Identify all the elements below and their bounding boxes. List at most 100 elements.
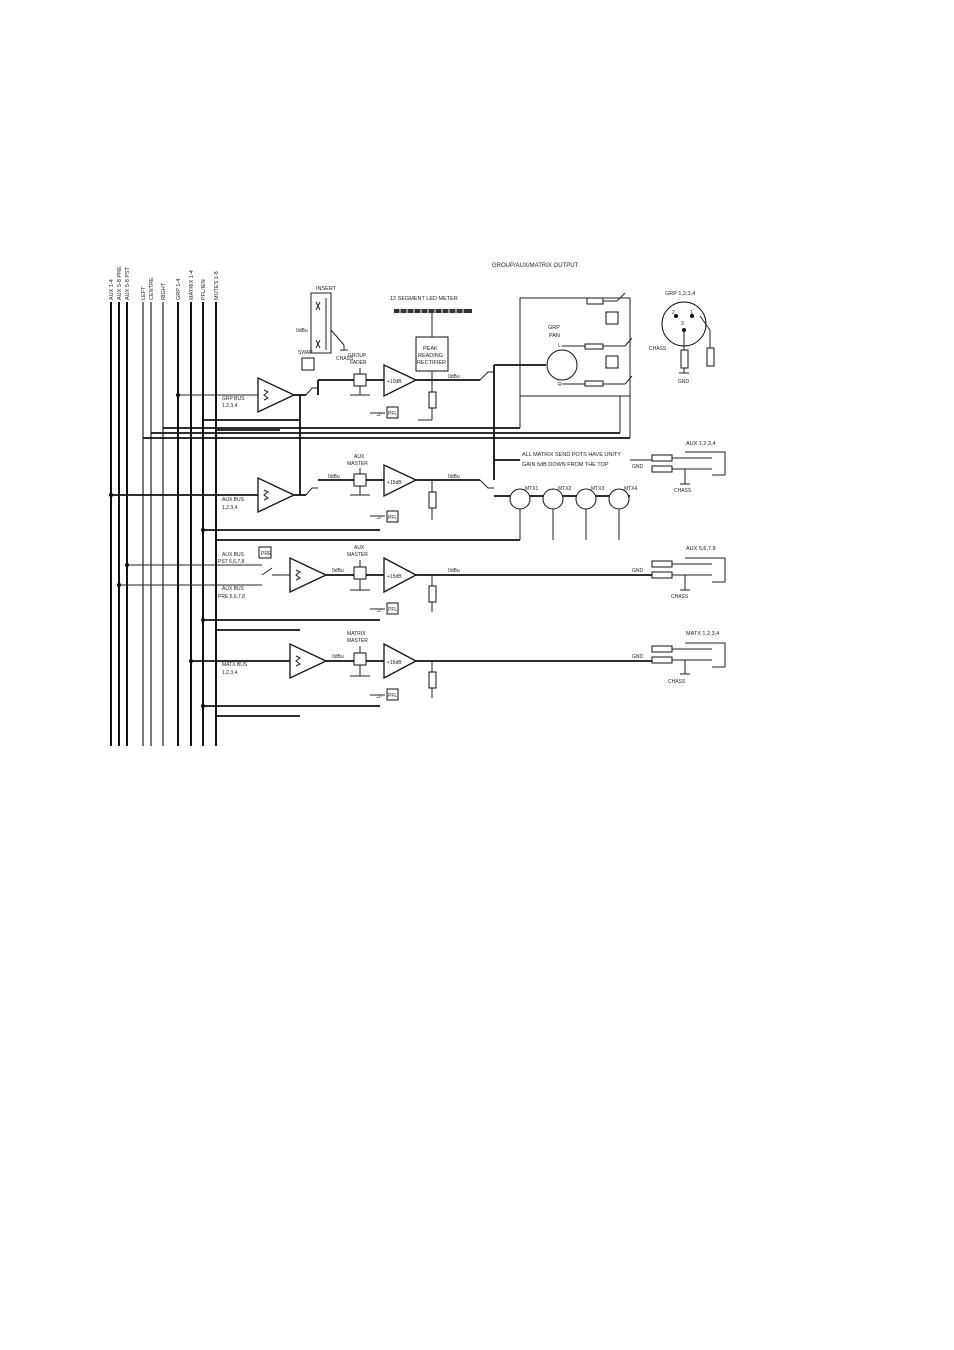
svg-text:CHASS: CHASS (649, 346, 667, 352)
mtx-bus-label: MATX BUS (222, 662, 248, 668)
svg-text:RECTIFIER: RECTIFIER (417, 360, 446, 366)
bus-rail (110, 302, 217, 746)
mtx-pfl-switch[interactable] (386, 688, 399, 701)
svg-text:GND: GND (678, 379, 690, 385)
svg-text:+15dB: +15dB (387, 480, 402, 486)
bus-label-aux14: AUX 1-4 (109, 279, 115, 300)
aux58-gain-amp (383, 556, 418, 594)
bus-label-centre: CENTRE (149, 277, 155, 300)
grp-out-label: GRP 1,2,3,4 (665, 291, 695, 297)
aux58-master-pot[interactable] (353, 566, 367, 580)
mtx3-send-pot[interactable] (575, 488, 597, 510)
svg-text:PFL: PFL (388, 607, 397, 613)
aux-gain-amp (383, 463, 418, 498)
svg-text:FADER: FADER (350, 360, 367, 366)
aux58-pfl-switch[interactable] (386, 602, 399, 615)
grp-bus-label: GRP BUS (222, 396, 245, 402)
mtx-summing-amp (289, 642, 328, 680)
aux58-master-label: AUX (354, 545, 365, 551)
grp-summing-amp (257, 376, 296, 414)
svg-text:READING: READING (418, 353, 443, 359)
group-section: GRP BUS 1,2,3,4 SWAP INSERT CHASS 0dBu G… (143, 286, 715, 480)
svg-text:MTX1: MTX1 (525, 486, 539, 492)
svg-text:⊐◦: ⊐◦ (376, 608, 382, 614)
svg-text:⊐◦: ⊐◦ (376, 694, 382, 700)
insert-label: INSERT (316, 286, 337, 292)
svg-text:+15dB: +15dB (387, 660, 402, 666)
aux-pfl-switch[interactable] (386, 510, 399, 523)
svg-text:MASTER: MASTER (347, 461, 368, 467)
mtx4-send-pot[interactable] (608, 488, 630, 510)
mute-pfl-returns (201, 419, 520, 717)
mtx-gain-amp (383, 642, 418, 680)
svg-text:0dBu: 0dBu (448, 374, 460, 380)
matrix-note-line1: ALL MATRIX SEND POTS HAVE UNITY (522, 452, 621, 458)
matrix-note-line2: GAIN 5dB DOWN FROM THE TOP (522, 462, 609, 468)
svg-text:1,2,3,4: 1,2,3,4 (222, 505, 238, 511)
group-fader-label: GROUP (348, 353, 367, 359)
svg-text:⊐◦: ⊐◦ (376, 515, 382, 521)
grp-pan-label: GRP (548, 325, 560, 331)
swap-label: SWAP (298, 350, 313, 356)
aux-bus-label: AUX BUS (222, 497, 245, 503)
svg-text:MTX4: MTX4 (624, 486, 638, 492)
svg-text:PFL: PFL (388, 693, 397, 699)
bus-labels: AUX 1-4 AUX 5-8 PRE AUX 5-8 PST LEFT CEN… (109, 266, 220, 300)
pre-switch[interactable] (258, 546, 272, 559)
mtx2-send-pot[interactable] (542, 488, 564, 510)
bus-label-aux58pre: AUX 5-8 PRE (117, 266, 123, 300)
svg-text:MASTER: MASTER (347, 638, 368, 644)
grp-pan-pot[interactable] (546, 349, 578, 381)
led-meter-label: 12 SEGMENT LED METER (390, 296, 458, 302)
matrix-master-pot[interactable] (353, 652, 367, 666)
svg-text:2: 2 (672, 310, 675, 316)
matrix-master-label: MATRIX (347, 631, 366, 637)
svg-text:MASTER: MASTER (347, 552, 368, 558)
aux-master-label: AUX (354, 454, 365, 460)
mtx1-send-pot[interactable] (509, 488, 531, 510)
swap-switch[interactable] (301, 357, 315, 371)
aux-summing-amp (257, 476, 296, 514)
svg-text:CHASS: CHASS (671, 594, 689, 600)
insert-chass-label: CHASS (336, 356, 354, 362)
svg-text:1: 1 (690, 310, 693, 316)
group-fader[interactable] (353, 373, 367, 387)
aux-14-section: AUX BUS 1,2,3,4 0dBu AUX MASTER +15dB 0d… (109, 395, 726, 540)
svg-text:0dBu: 0dBu (296, 328, 308, 334)
svg-text:1,2,3,4: 1,2,3,4 (222, 670, 238, 676)
svg-text:GND: GND (632, 568, 644, 574)
svg-text:0dBu: 0dBu (448, 474, 460, 480)
led-meter (394, 309, 472, 313)
diagram-title: GROUP/AUX/MATRIX OUTPUT (492, 263, 579, 269)
svg-text:GND: GND (632, 654, 644, 660)
svg-text:PRE: PRE (261, 551, 272, 557)
svg-text:PRE 5,6,7,8: PRE 5,6,7,8 (218, 594, 245, 600)
svg-text:⊐◦: ⊐◦ (376, 412, 382, 418)
aux-bus-pst-label: AUX BUS (222, 552, 245, 558)
svg-text:CHASS: CHASS (668, 679, 686, 685)
svg-text:+15dB: +15dB (387, 574, 402, 580)
bus-label-left: LEFT (141, 286, 147, 300)
aux-master-pot[interactable] (353, 473, 367, 487)
aux-bus-pre-label: AUX BUS (222, 586, 245, 592)
bus-label-grp14: GRP 1-4 (176, 279, 182, 300)
svg-text:L: L (558, 343, 561, 349)
svg-text:PST 5,6,7,8: PST 5,6,7,8 (218, 559, 245, 565)
svg-text:PFL: PFL (388, 411, 397, 417)
bus-label-matrix14: MATRIX 1-4 (189, 270, 195, 300)
svg-text:R: R (558, 382, 562, 388)
grp-pfl-switch[interactable] (386, 406, 399, 419)
bus-label-aux58pst: AUX 5-8 PST (125, 266, 131, 300)
svg-text:MTX2: MTX2 (558, 486, 572, 492)
grp-bus-sub: 1,2,3,4 (222, 403, 238, 409)
svg-text:3: 3 (681, 321, 684, 327)
peak-rectifier (415, 336, 449, 372)
svg-text:PFL: PFL (388, 515, 397, 521)
matrix-section: MATX BUS 1,2,3,4 0dBu MATRIX MASTER +15d… (189, 631, 726, 701)
aux58-summing-amp (289, 556, 328, 594)
svg-text:0dBu: 0dBu (328, 474, 340, 480)
svg-text:0dBu: 0dBu (448, 568, 460, 574)
svg-text:PEAK: PEAK (423, 346, 438, 352)
aux-58-section: AUX BUS PST 5,6,7,8 PRE AUX BUS PRE 5,6,… (117, 545, 726, 615)
